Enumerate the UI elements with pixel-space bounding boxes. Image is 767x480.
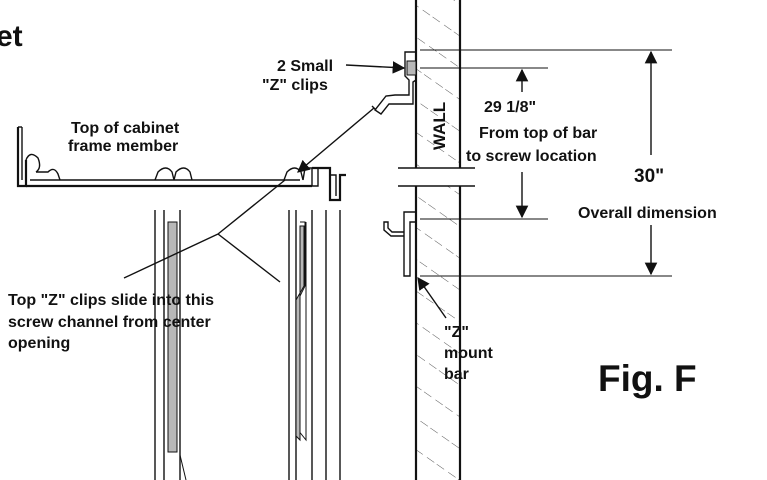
- figure-label: Fig. F: [598, 358, 697, 399]
- leader-lines: [123, 61, 447, 319]
- small-z-clip: [371, 51, 417, 115]
- cabinet-frame-member: [16, 126, 346, 202]
- z-mount-bar: [383, 211, 416, 277]
- label-small-clips-1: 2 Small: [277, 58, 333, 75]
- label-small-clips-2: "Z" clips: [262, 77, 328, 94]
- dimension-overall: [420, 49, 672, 277]
- label-top-frame-2: frame member: [68, 138, 178, 155]
- label-channel-2: screw channel from center: [8, 314, 211, 331]
- dimension-screw-location: [420, 67, 548, 220]
- vertical-profile-left: [154, 210, 187, 480]
- dim-overall-value: 30": [634, 166, 664, 187]
- wall-section: [398, 0, 475, 480]
- label-mount-3: bar: [444, 366, 469, 383]
- label-mount-1: "Z": [444, 324, 469, 341]
- heading-partial: et: [0, 20, 23, 53]
- label-top-frame-1: Top of cabinet: [71, 120, 180, 137]
- label-channel-1: Top "Z" clips slide into this: [8, 292, 214, 309]
- label-channel-3: opening: [8, 335, 70, 352]
- dim-screw-desc-1: From top of bar: [479, 125, 597, 142]
- dim-overall-desc: Overall dimension: [578, 205, 717, 222]
- vertical-profile-right: [288, 210, 341, 480]
- dim-screw-value: 29 1/8": [484, 99, 536, 116]
- wall-label: WALL: [430, 102, 449, 150]
- dim-screw-desc-2: to screw location: [466, 148, 597, 165]
- label-mount-2: mount: [444, 345, 494, 362]
